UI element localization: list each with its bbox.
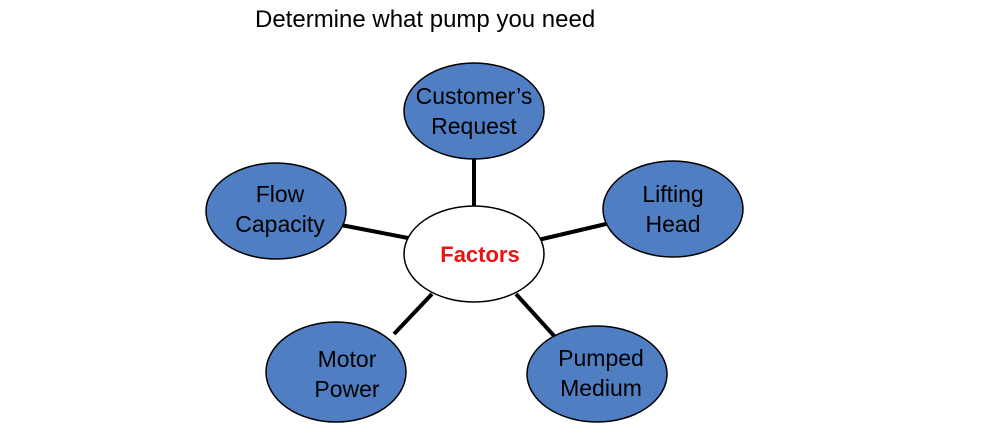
node-label-line-2: Request <box>431 113 517 139</box>
center-label: Factors <box>440 242 519 267</box>
diagram-title: Determine what pump you need <box>255 6 596 33</box>
node-pumped-medium: Pumped Medium <box>526 325 668 423</box>
connector-flow-capacity <box>340 223 409 240</box>
center-node: Factors <box>403 205 545 303</box>
connectors <box>340 158 607 340</box>
node-flow-capacity: Flow Capacity <box>205 162 347 260</box>
connector-motor-power <box>392 292 434 336</box>
node-label-line-1: Motor <box>318 346 377 372</box>
node-ellipse <box>205 162 347 260</box>
node-customers-request: Customer’s Request <box>403 62 545 160</box>
node-motor-power: Motor Power <box>265 321 407 423</box>
node-lifting-head: Lifting Head <box>602 160 744 258</box>
node-label-line-1: Flow <box>256 181 305 207</box>
node-label-line-2: Power <box>314 376 380 402</box>
connector-lifting-head <box>537 222 607 242</box>
node-label-line-1: Lifting <box>642 181 703 207</box>
node-ellipse <box>403 62 545 160</box>
connector-pumped-medium <box>514 292 558 340</box>
node-label-line-1: Customer’s <box>416 83 533 109</box>
center-ellipse <box>403 205 545 303</box>
node-label-line-1: Pumped <box>558 345 644 371</box>
node-label-line-2: Head <box>646 211 701 237</box>
node-label-line-2: Medium <box>560 375 642 401</box>
node-ellipse <box>602 160 744 258</box>
node-label-line-2: Capacity <box>235 211 325 237</box>
node-ellipse <box>526 325 668 423</box>
node-ellipse <box>265 321 407 423</box>
